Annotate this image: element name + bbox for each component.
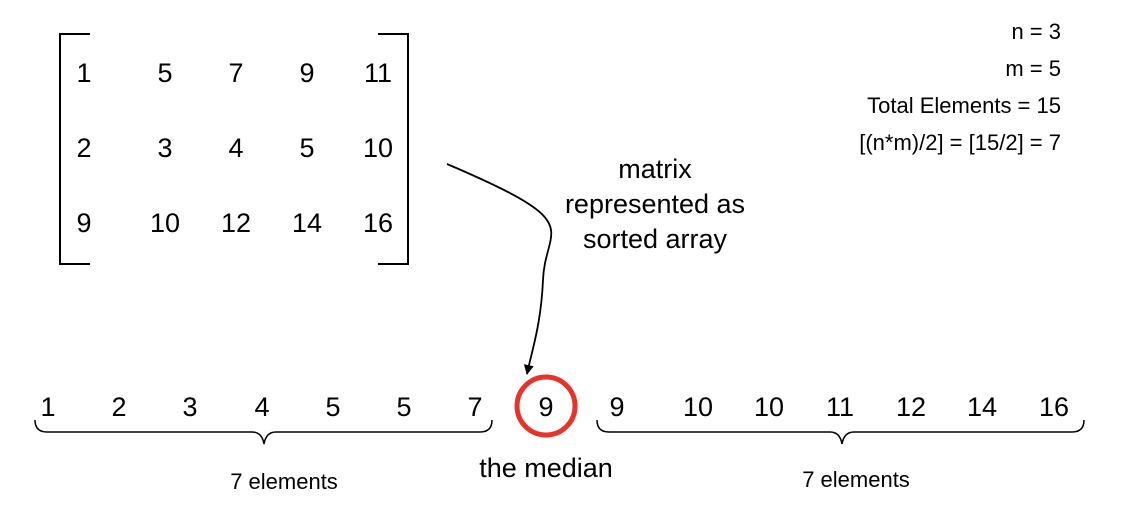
matrix-cell: 4 <box>228 133 244 163</box>
left-group-brace <box>34 419 493 445</box>
array-element: 12 <box>895 392 927 422</box>
array-element: 5 <box>325 392 341 422</box>
caption-line: matrix <box>618 154 692 184</box>
array-element: 3 <box>182 392 198 422</box>
matrix-cell: 5 <box>157 58 173 88</box>
caption-line: represented as <box>564 189 746 219</box>
info-line-formula: [(n*m)/2] = [15/2] = 7 <box>859 130 1061 155</box>
array-element: 16 <box>1038 392 1070 422</box>
matrix-cell: 2 <box>76 133 92 163</box>
array-element: 1 <box>40 392 56 422</box>
conversion-arrow <box>446 163 553 375</box>
matrix-cell: 10 <box>149 208 181 238</box>
right-group-brace <box>596 419 1085 445</box>
matrix-cell: 12 <box>220 208 252 238</box>
matrix-cell: 11 <box>363 58 393 88</box>
matrix-right-bracket <box>378 33 409 265</box>
median-value: 9 <box>538 392 554 422</box>
median-label: the median <box>479 453 613 483</box>
array-element: 11 <box>825 392 855 422</box>
arrow-caption: matrix represented as sorted array <box>530 152 780 257</box>
array-element: 9 <box>609 392 625 422</box>
array-element: 5 <box>396 392 412 422</box>
array-element: 14 <box>966 392 998 422</box>
array-element: 7 <box>467 392 483 422</box>
matrix-cell: 14 <box>291 208 323 238</box>
info-line-total: Total Elements = 15 <box>867 93 1061 118</box>
matrix-cell: 9 <box>299 58 315 88</box>
array-element: 2 <box>111 392 127 422</box>
matrix-cell: 16 <box>362 208 394 238</box>
right-group-label: 7 elements <box>802 467 910 492</box>
info-line-m: m = 5 <box>1005 56 1061 81</box>
caption-line: sorted array <box>582 224 728 254</box>
matrix-cell: 5 <box>299 133 315 163</box>
matrix-cell: 7 <box>228 58 244 88</box>
info-line-n: n = 3 <box>1011 19 1061 44</box>
matrix-cell: 1 <box>76 58 92 88</box>
matrix-cell: 10 <box>362 133 394 163</box>
array-element: 10 <box>753 392 785 422</box>
matrix-cell: 3 <box>157 133 173 163</box>
array-element: 10 <box>682 392 714 422</box>
matrix-left-bracket <box>59 33 90 265</box>
left-group-label: 7 elements <box>230 469 338 494</box>
array-element: 4 <box>254 392 270 422</box>
median-circle <box>514 374 578 438</box>
matrix-cell: 9 <box>76 208 92 238</box>
